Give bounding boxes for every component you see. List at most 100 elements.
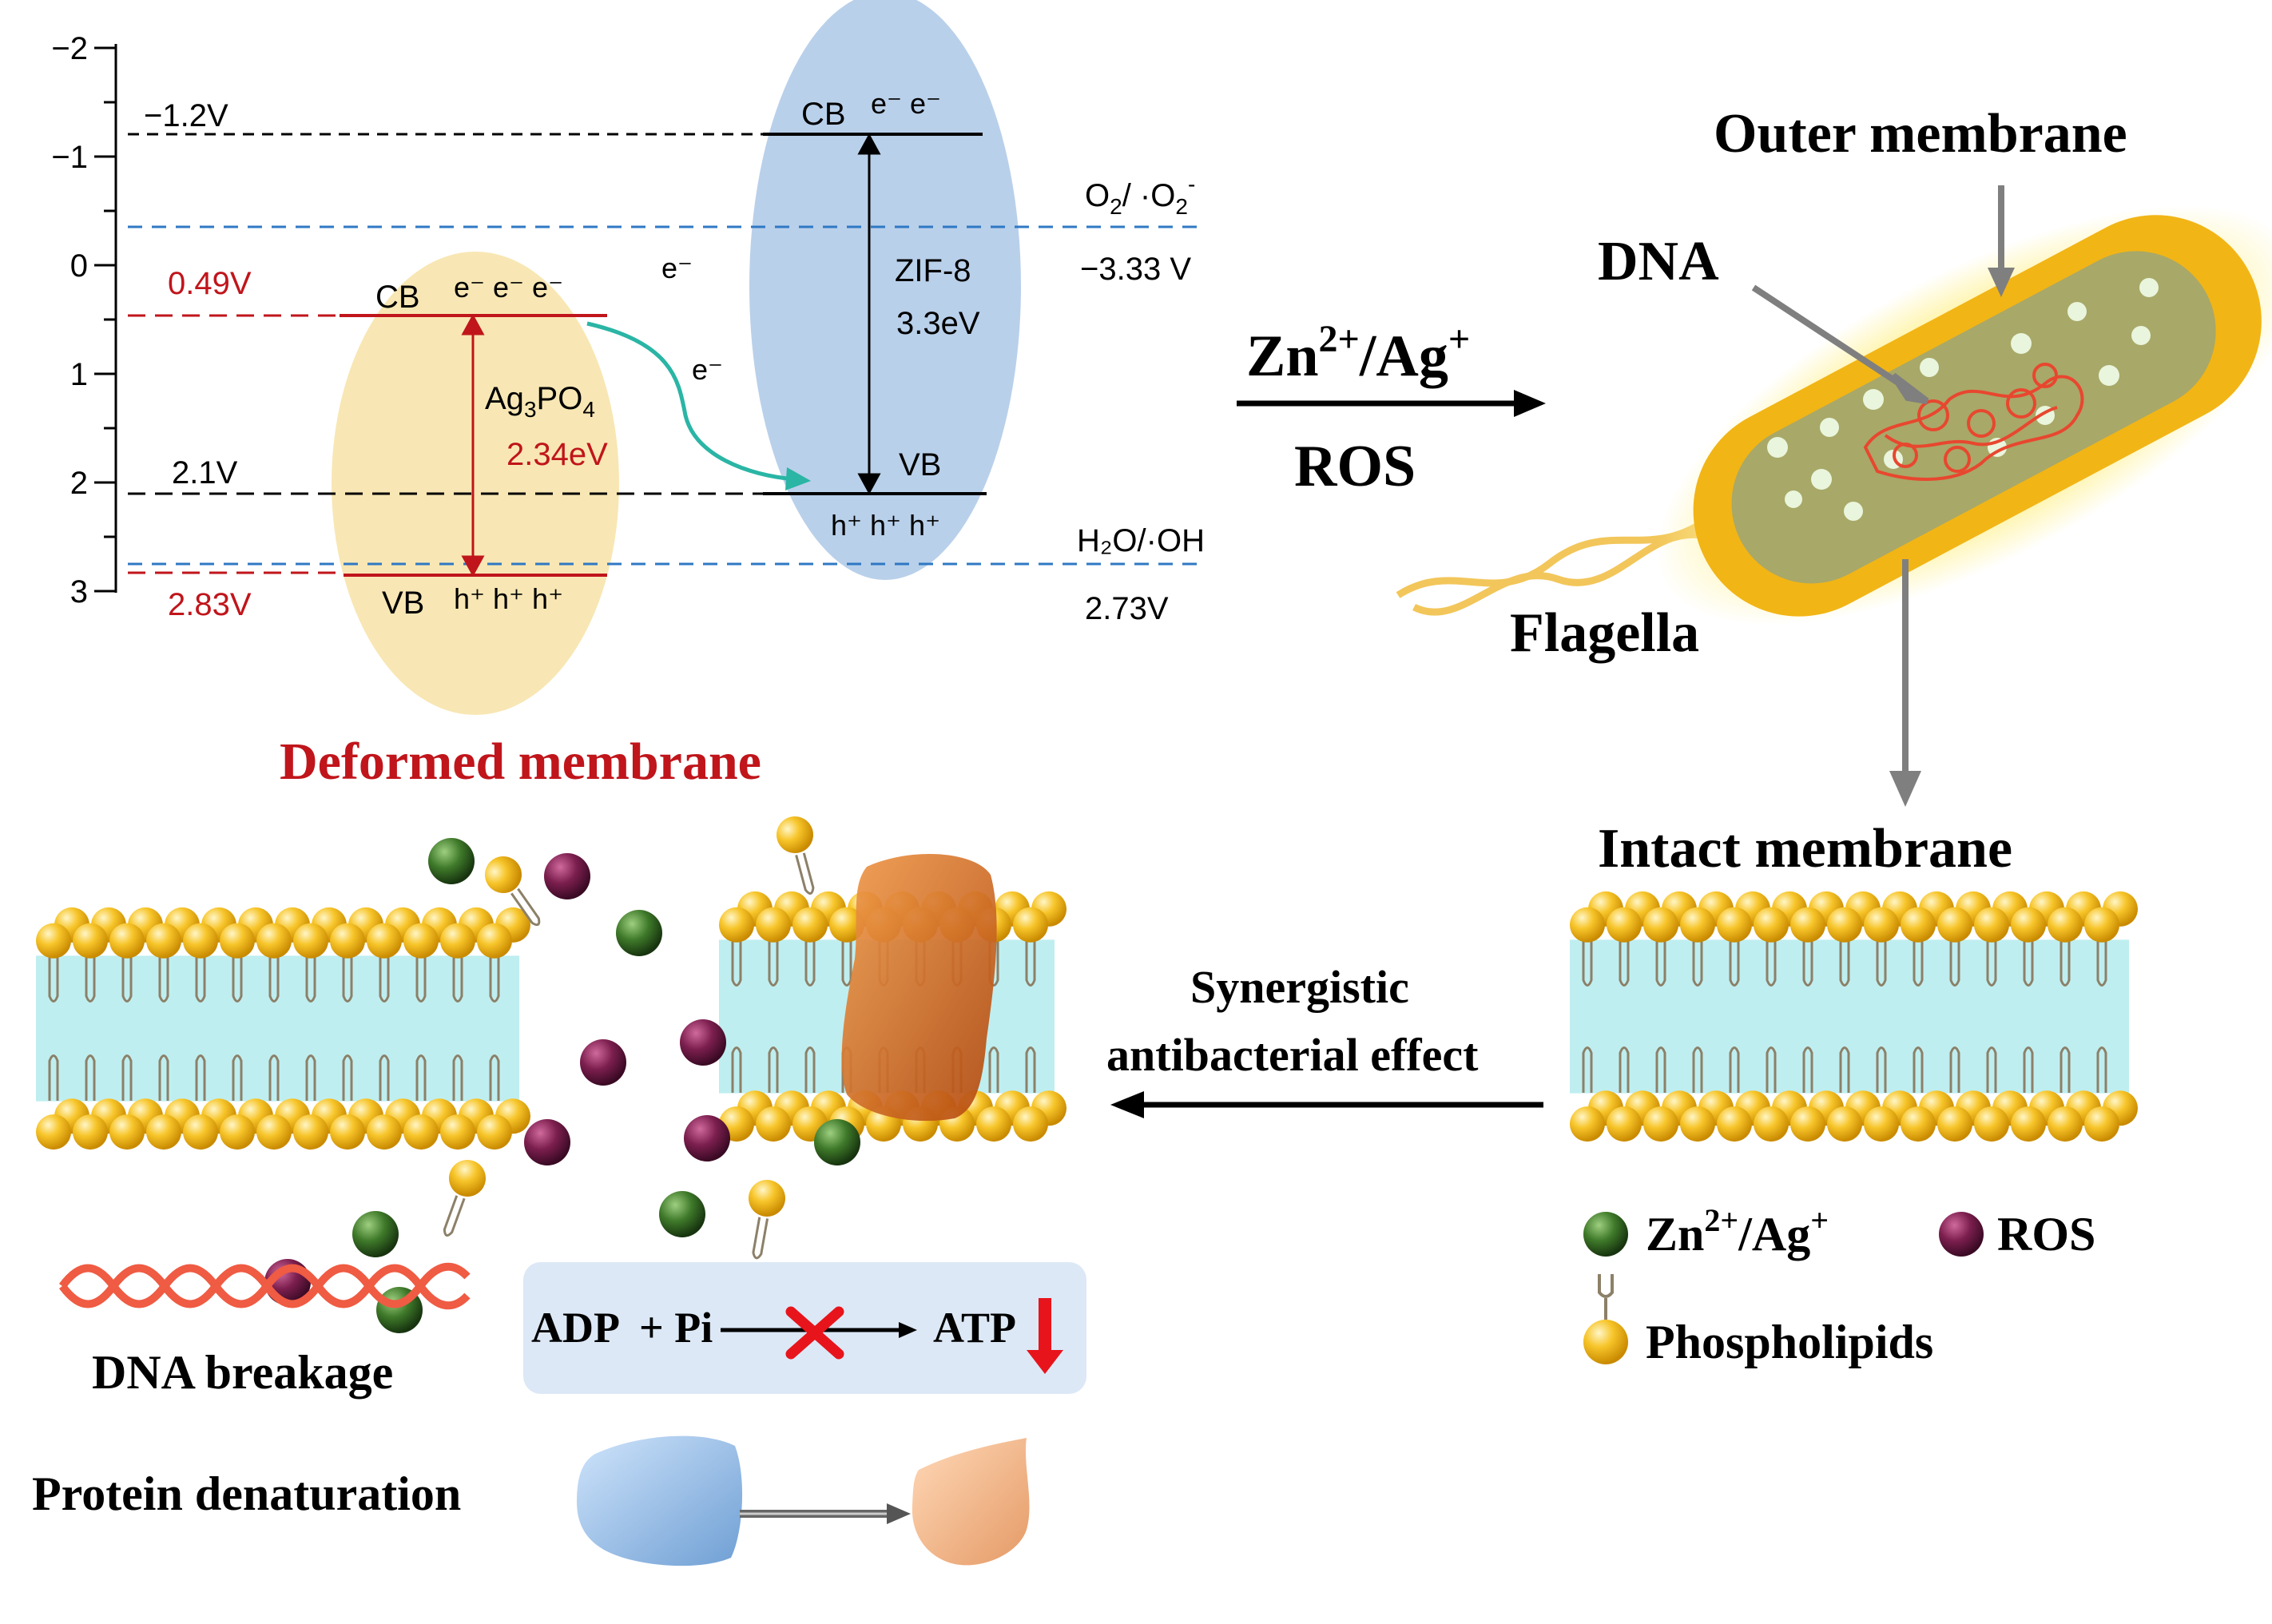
label-2-1v: 2.1V [172,455,238,490]
label-minus-3-33v: −3.33 V [1080,252,1191,287]
ag3po4-ellipse [332,252,619,715]
lipid-head [2048,907,2083,943]
process-arrow-bottom-label: ROS [1294,434,1416,499]
down-arrow-to-membrane [1889,559,1921,807]
lipid-tail [85,956,96,1003]
lipid-tail [158,956,169,1003]
lipid-tail [305,1054,316,1101]
lipid-head [477,1114,512,1150]
lipid-head [756,1106,791,1142]
lipid-tail [804,1046,816,1093]
lipid-head [1937,907,1972,943]
lipid-head [2048,1106,2083,1142]
lipid-head [1717,1106,1752,1142]
atp-decrease-arrow-icon [1027,1298,1063,1374]
lipid-head [1754,1106,1789,1142]
legend-zn-ag-ball [1583,1212,1628,1257]
lipid-tail [2059,940,2071,987]
lipid-head [1717,907,1752,943]
lipid-tail [232,956,243,1003]
bacterium-vesicles [1767,278,2159,521]
blocked-cross-icon [785,1306,844,1360]
ag3po4-gap: 2.34eV [506,437,608,472]
synergistic-line1: Synergistic [1190,961,1409,1013]
lipid-head [330,923,365,959]
zn-ag-ion [814,1119,860,1165]
lipid-head [976,1106,1011,1142]
lipid-head [440,923,475,959]
y-axis-ticks [94,46,116,593]
zif8-gap: 3.3eV [896,306,980,341]
lipid-head [477,923,512,959]
denaturation-arrow [740,1503,911,1524]
outer-membrane-pointer [1988,185,2015,297]
membrane-channel-protein [841,853,997,1122]
lipid-tail [305,956,316,1003]
lipid-head [1790,1106,1825,1142]
label-minus-1-2v: −1.2V [144,98,228,133]
bacterium: Outer membrane DNA Flagella [1396,103,2272,807]
ag-electrons: e⁻ e⁻ e⁻ [454,271,563,304]
escaping-phospholipids [443,816,815,1260]
lipid-tail [85,1054,96,1101]
dna-helix [58,1262,471,1310]
y-tick-minus2: −2 [51,31,88,66]
lipid-tail [489,956,500,1003]
deformed-membrane-left [36,907,530,1150]
bacterium-dna [1863,363,2084,481]
dna-pointer [1751,284,1929,404]
lipid-tail [268,956,280,1003]
protein-denaturation-label: Protein denaturation [32,1467,461,1520]
lipid-tail [1655,940,1666,987]
label-0-49v: 0.49V [168,266,252,301]
lipid-tail [1802,1046,1813,1093]
lipid-tail [158,1054,169,1101]
lipid-tail [452,956,463,1003]
lipid-head [1013,907,1048,943]
native-protein-shape [577,1435,743,1566]
lipid-head [256,1114,292,1150]
lipid-head [73,923,108,959]
zif-vb-label: VB [899,447,941,482]
lipid-tail [1692,940,1703,987]
zif-cb-label: CB [801,97,846,132]
legend-zn-ag-label: Zn2+/Ag+ [1646,1202,1829,1261]
atp-box: ADP + Pi ATP [523,1262,1086,1394]
lipid-head [403,923,439,959]
lipid-head [256,923,292,959]
lipid-head [73,1114,108,1150]
lipid-tail [1986,940,1997,987]
lipid-tail [1802,940,1813,987]
lipid-tail [415,956,427,1003]
lipid-tail [768,1046,779,1093]
escaping-lipid [443,1160,486,1237]
ag-cb-label: CB [375,280,420,315]
atp-adp-label: ADP [531,1304,620,1352]
lipid-tail [121,956,133,1003]
legend-phospholipid-icon [1583,1274,1628,1364]
lipid-tail [804,940,816,987]
lipid-tail [1949,940,1960,987]
lipid-head [1754,907,1789,943]
lipid-head [1937,1106,1972,1142]
lipid-tail [1692,1046,1703,1093]
zn-ag-ion [616,910,662,956]
lipid-head [1790,907,1825,943]
process-arrow-top-label: Zn2+/Ag+ [1246,318,1470,389]
lipid-head [367,923,402,959]
lipid-head [220,1114,255,1150]
zif-gap-arrow [857,133,881,495]
lipid-tail [48,1054,59,1101]
zn-ag-ion [659,1191,705,1237]
y-tick-2: 2 [70,466,88,501]
lipid-head [1901,907,1936,943]
lipid-tail [1729,1046,1740,1093]
lipid-head [36,1114,71,1150]
lipid-head [1643,1106,1678,1142]
lipid-head [2011,907,2046,943]
lipid-head [1607,1106,1642,1142]
legend: Zn2+/Ag+ ROS Phospholipids [1583,1202,2095,1368]
lipid-tail [489,1054,500,1101]
lipid-head [146,923,181,959]
lipid-tail [1025,1046,1036,1093]
